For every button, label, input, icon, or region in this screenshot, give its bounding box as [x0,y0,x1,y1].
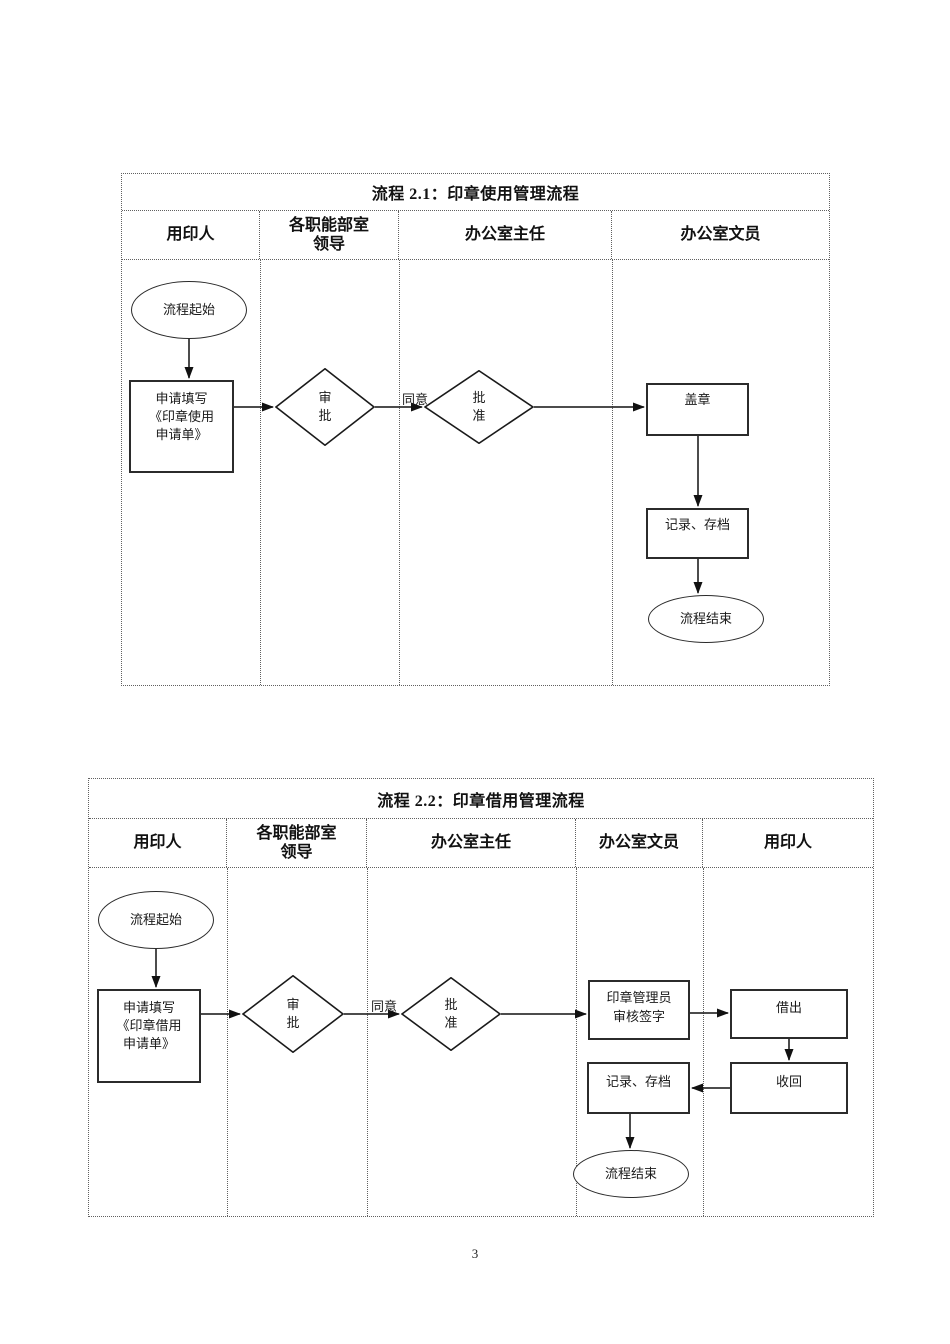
lane-divider [227,868,228,1216]
lane-divider [703,868,704,1216]
record-archive-node: 记录、存档 [587,1062,690,1114]
take-back-node: 收回 [730,1062,848,1114]
flowchart-seal-borrowing: 流程 2.2：印章借用管理流程 用印人 各职能部室 领导 办公室主任 办公室文员… [88,778,874,1217]
lane-divider [576,868,577,1216]
lane-header-office-clerk: 办公室文员 [576,819,703,867]
approve-decision-node: 批 准 [424,370,534,444]
stamp-node: 盖章 [646,383,749,436]
lend-out-node: 借出 [730,989,848,1039]
chart-title: 流程 2.2：印章借用管理流程 [89,779,873,819]
lane-header-row: 用印人 各职能部室 领导 办公室主任 办公室文员 用印人 [89,819,873,868]
manager-verify-sign-node: 印章管理员 审核签字 [588,980,690,1040]
lane-divider [260,260,261,685]
decision-diamond-shape [424,370,534,444]
decision-diamond-shape [275,368,375,446]
lane-header-office-director: 办公室主任 [367,819,576,867]
start-node: 流程起始 [98,891,214,949]
lane-header-applicant: 用印人 [89,819,227,867]
page-number: 3 [471,1246,479,1261]
flow-arrows [184,339,703,594]
end-node: 流程结束 [573,1150,689,1198]
end-node: 流程结束 [648,595,764,643]
decision-diamond-shape [242,975,344,1053]
decision-diamond-shape [401,977,501,1051]
lane-header-dept-leaders: 各职能部室 领导 [227,819,367,867]
lane-header-office-clerk: 办公室文员 [680,226,761,244]
flow-arrows [151,949,794,1149]
lane-divider [399,260,400,685]
chart-title: 流程 2.1：印章使用管理流程 [122,174,829,211]
review-decision-label: 审 批 [318,390,332,423]
agree-edge-label: 同意 [371,999,398,1014]
record-archive-node: 记录、存档 [646,508,749,559]
approve-decision-label: 批 准 [444,997,458,1030]
approve-decision-node: 批 准 [401,977,501,1051]
lane-divider [367,868,368,1216]
review-decision-node: 审 批 [275,368,375,446]
lane-header-office-director: 办公室主任 [399,211,612,259]
review-decision-node: 审 批 [242,975,344,1053]
start-node: 流程起始 [131,281,247,339]
flowchart-body: 流程起始 申请填写 《印章借用 申请单》 审 批 同意 批 准 印章管理员 审核… [89,868,873,1216]
lane-header-dept-leaders: 各职能部室 领导 [260,211,399,259]
lane-header-row: 用印人 各职能部室 领导 办公室主任 办公室文员 [122,211,829,260]
apply-form-node: 申请填写 《印章借用 申请单》 [97,989,201,1083]
review-decision-label: 审 批 [286,997,300,1030]
apply-form-node: 申请填写 《印章使用 申请单》 [129,380,234,473]
flowchart-seal-usage: 流程 2.1：印章使用管理流程 用印人 各职能部室 领导 办公室主任 办公室文员… [121,173,830,686]
lane-divider [612,260,613,685]
agree-edge-label: 同意 [402,392,429,407]
lane-header-applicant-2: 用印人 [763,834,812,852]
lane-header-applicant: 用印人 [122,211,260,259]
approve-decision-label: 批 准 [472,390,486,423]
flowchart-body: 流程起始 申请填写 《印章使用 申请单》 审 批 同意 批 准 盖章 记录、存档… [122,260,829,685]
